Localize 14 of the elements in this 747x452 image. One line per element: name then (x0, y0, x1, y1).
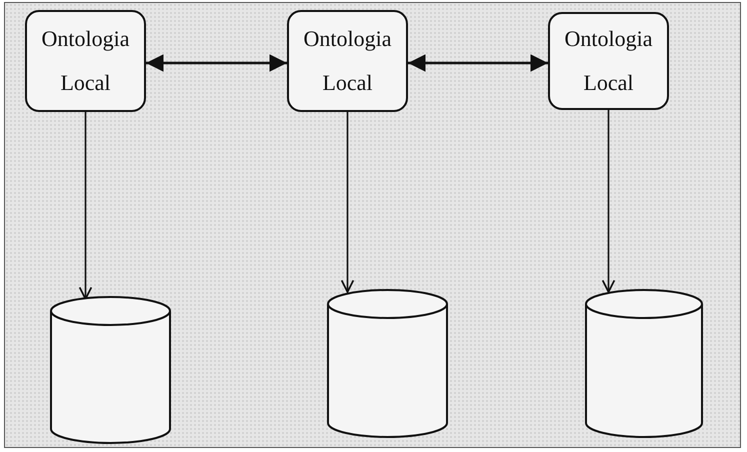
rounded-box (287, 10, 408, 112)
arrow (602, 110, 616, 293)
rounded-box (548, 12, 669, 110)
cylinder-shape (585, 290, 703, 437)
cylinder-shape (50, 297, 171, 443)
arrow (146, 54, 287, 72)
cylinder-shape (327, 290, 448, 437)
arrow (408, 54, 548, 72)
arrow (78, 112, 92, 300)
rounded-box (25, 10, 146, 112)
box-label: Ontologia Local (564, 25, 654, 97)
box-label: Ontologia Local (40, 25, 130, 97)
arrow (340, 112, 354, 293)
box-label: Ontologia Local (302, 25, 392, 97)
